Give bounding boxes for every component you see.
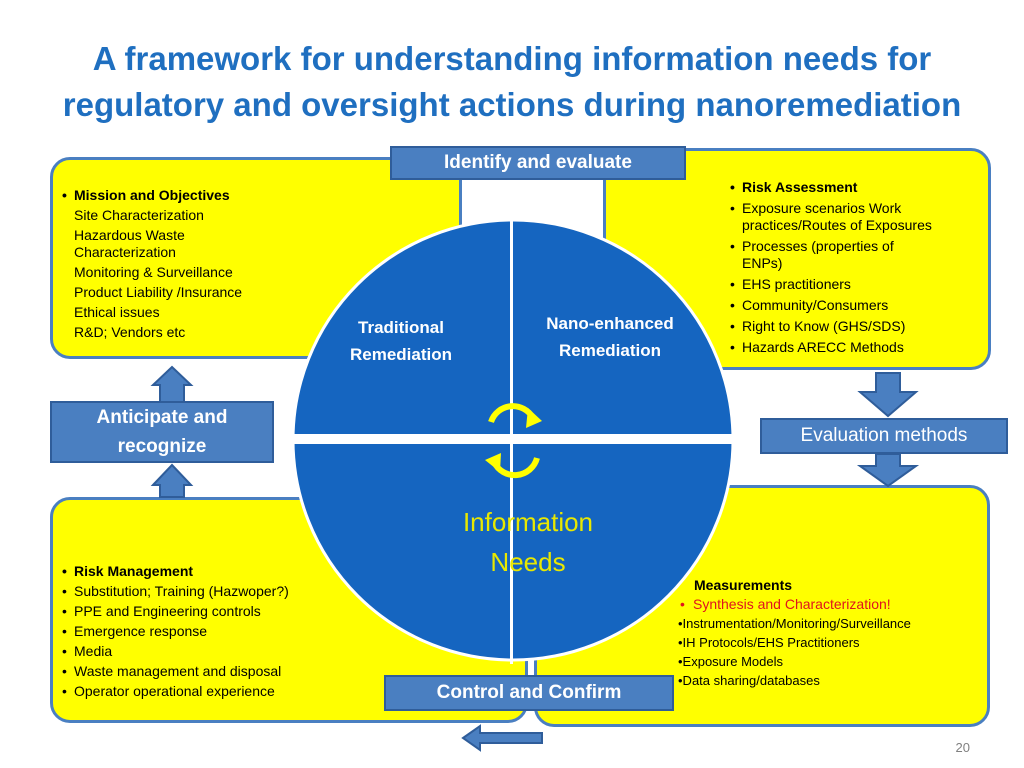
title-line-1: A framework for understanding informatio… [92,40,932,77]
risk-management-text: Risk Management Substitution; Training (… [60,563,360,700]
page-number: 20 [955,740,970,755]
measurements-red-text: Synthesis and Characterization! [693,596,891,612]
measurements-heading: Measurements [694,577,793,593]
needs-line-2: Needs [490,547,566,577]
anticipate-line-1: Anticipate and [96,407,228,428]
measurements-item: •Exposure Models [678,654,783,669]
nano-line-1: Nano-enhanced [546,314,674,333]
measurements-item: •Instrumentation/Monitoring/Surveillance [678,616,911,631]
mission-item: R&D; Vendors etc [74,324,186,340]
risk-assessment-item: practices/Routes of Exposures [742,217,932,233]
mission-item: Hazardous Waste [74,227,185,243]
evaluation-methods-label: Evaluation methods [800,425,968,446]
title-line-2: regulatory and oversight actions during … [62,86,962,123]
risk-assessment-item: Exposure scenarios Work [728,200,986,217]
needs-line-1: Information [462,507,594,537]
mission-item: Characterization [74,244,176,260]
anticipate-recognize-box: Anticipate and recognize [50,401,274,463]
traditional-remediation-label: Traditional Remediation [326,314,476,368]
mission-heading: Mission and Objectives [60,187,450,204]
mission-item: Product Liability /Insurance [74,284,243,300]
risk-management-item: PPE and Engineering controls [60,603,360,620]
up-arrow-upper [150,365,194,403]
risk-management-heading: Risk Management [60,563,360,580]
information-needs-label: Information Needs [418,502,638,582]
mission-item: Ethical issues [74,304,160,320]
cycle-arrows-icon [485,403,542,479]
risk-management-item: Media [60,643,360,660]
measurements-item: •Data sharing/databases [678,673,820,688]
identify-evaluate-label: Identify and evaluate [444,152,632,173]
anticipate-line-2: recognize [117,436,207,457]
up-arrow-lower [150,463,194,498]
risk-assessment-item: Hazards ARECC Methods [728,339,986,356]
risk-management-item: Waste management and disposal [60,663,360,680]
control-confirm-box: Control and Confirm [384,675,674,711]
vertical-divider [510,218,513,664]
down-arrow-lower [856,453,920,488]
left-arrow-bottom [461,724,543,752]
bullet-icon: • [680,596,685,612]
risk-assessment-item: EHS practitioners [728,276,986,293]
nano-enhanced-remediation-label: Nano-enhanced Remediation [520,310,700,364]
measurements-red-item: • Synthesis and Characterization! [678,595,984,614]
identify-evaluate-box: Identify and evaluate [390,146,686,180]
mission-text: Mission and Objectives Site Characteriza… [60,187,450,341]
risk-assessment-item: Right to Know (GHS/SDS) [728,318,986,335]
down-arrow-upper [857,372,919,418]
evaluation-methods-box: Evaluation methods [760,418,1008,454]
measurements-text: Measurements • Synthesis and Characteriz… [678,576,984,690]
risk-management-item: Substitution; Training (Hazwoper?) [60,583,360,600]
nano-line-2: Remediation [558,341,662,360]
traditional-line-2: Remediation [349,345,453,364]
risk-management-item: Emergence response [60,623,360,640]
control-confirm-label: Control and Confirm [436,682,622,703]
risk-assessment-heading: Risk Assessment [728,179,986,196]
risk-management-item: Operator operational experience [60,683,360,700]
risk-assessment-item: Community/Consumers [728,297,986,314]
risk-assessment-text: Risk Assessment Exposure scenarios Work … [728,179,986,356]
traditional-line-1: Traditional [358,318,444,337]
slide-title: A framework for understanding informatio… [0,36,1024,128]
mission-item: Monitoring & Surveillance [74,264,233,280]
risk-assessment-item: ENPs) [742,255,783,271]
measurements-item: •IH Protocols/EHS Practitioners [678,635,860,650]
risk-assessment-item: Processes (properties of [728,238,986,255]
mission-item: Site Characterization [74,207,204,223]
